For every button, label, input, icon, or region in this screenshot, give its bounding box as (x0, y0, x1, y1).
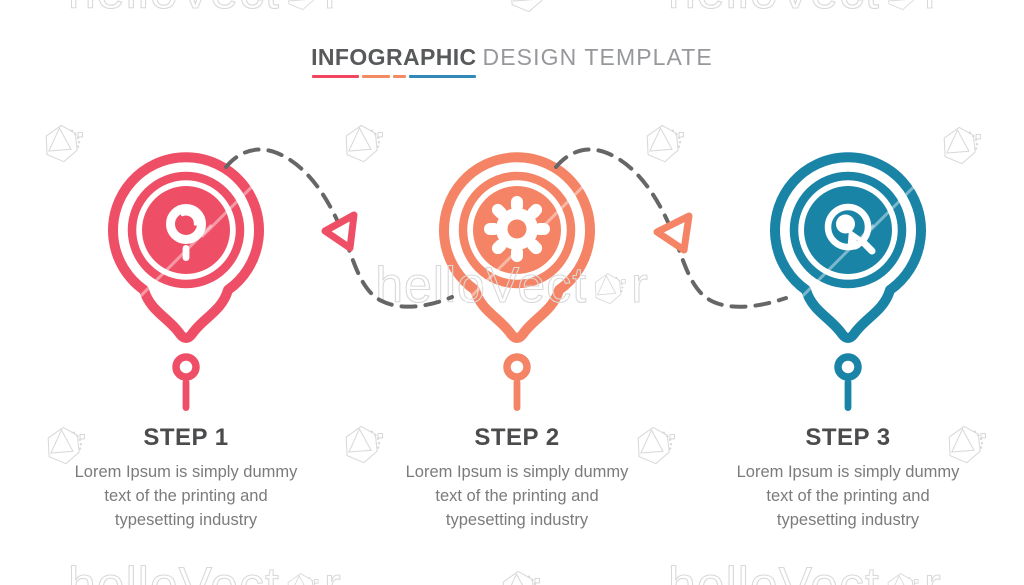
hexagon-logo-icon (502, 570, 540, 585)
hexagon-logo-icon (345, 124, 383, 163)
step-3-label: STEP 3 (805, 424, 891, 451)
hexagon-logo-icon (943, 126, 981, 165)
step-3-text-block: STEP 3 Lorem Ipsum is simply dummy text … (698, 424, 998, 533)
target-cursor-icon (824, 203, 876, 255)
watermark-text-main: helloVect (67, 0, 280, 20)
location-pin-step-3 (770, 152, 926, 411)
watermark-text: helloVect r (67, 0, 342, 20)
hexagon-logo-icon (887, 0, 919, 11)
step-1-description: Lorem Ipsum is simply dummy text of the … (74, 463, 298, 529)
hexagon-logo-icon (594, 273, 626, 305)
hexagon-logo-icon (646, 124, 684, 163)
pin-marker (834, 353, 862, 381)
step-3-description: Lorem Ipsum is simply dummy text of the … (736, 463, 960, 529)
step-2-label: STEP 2 (474, 424, 560, 451)
hexagon-logo-icon (45, 124, 83, 163)
watermark-text-tail: r (323, 0, 342, 20)
hexagon-logo-icon (287, 0, 319, 11)
step-2-description: Lorem Ipsum is simply dummy text of the … (405, 463, 629, 529)
title-primary-text: INFOGRAPHIC (311, 44, 477, 70)
pin-marker (503, 353, 531, 381)
triangle-arrow-icon (653, 212, 693, 254)
step-2-text-block: STEP 2 Lorem Ipsum is simply dummy text … (367, 424, 667, 533)
step-1-text-block: STEP 1 Lorem Ipsum is simply dummy text … (36, 424, 336, 533)
title-secondary: DESIGN TEMPLATE (482, 44, 713, 70)
magnifier-icon (166, 204, 206, 261)
step-1-label: STEP 1 (143, 424, 229, 451)
hexagon-logo-icon (510, 0, 548, 13)
title-underline (312, 75, 476, 78)
location-pin-step-1 (108, 152, 264, 411)
hexagon-logo-icon (887, 573, 919, 585)
triangle-arrow-icon (321, 211, 358, 252)
hexagon-logo-icon (287, 573, 319, 585)
gear-icon (484, 196, 550, 262)
pin-marker (172, 353, 200, 381)
title-primary: INFOGRAPHIC (311, 44, 477, 78)
